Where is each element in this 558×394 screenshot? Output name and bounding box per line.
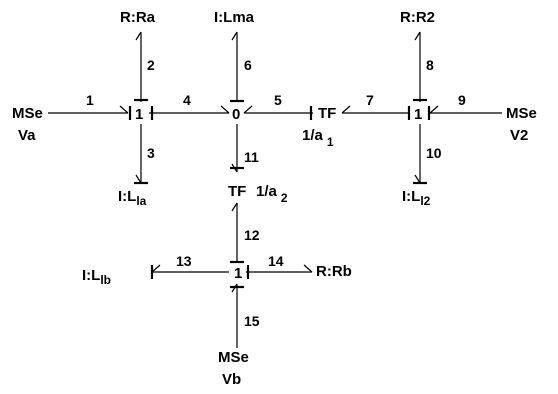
bond-6-number: 6	[244, 57, 252, 73]
i-lma-label: I:Lma	[214, 9, 255, 26]
bond-15-number: 15	[244, 313, 260, 329]
bond-8	[413, 31, 427, 102]
bond-7	[341, 105, 411, 120]
bond-1-number: 1	[86, 92, 94, 108]
bond-12-number: 12	[244, 227, 260, 243]
junction-1-right: 1	[414, 106, 422, 123]
bond-5-number: 5	[274, 92, 282, 108]
bond-2-number: 2	[147, 57, 155, 73]
bond-10-number: 10	[426, 145, 442, 161]
tf1-type: TF	[318, 105, 336, 122]
bond-5	[243, 105, 313, 120]
junction-1-left: 1	[135, 106, 143, 123]
mse-vb-type: MSe	[218, 349, 249, 366]
tf2-type: TF	[228, 183, 246, 200]
bond-1	[48, 105, 132, 120]
r-ra-label: R:Ra	[120, 9, 156, 26]
junction-0-center: 0	[232, 106, 240, 123]
bond-15	[230, 283, 244, 348]
i-ll2-label: I:Ll2	[402, 188, 431, 208]
bond-6	[230, 31, 244, 103]
bond-8-number: 8	[426, 57, 434, 73]
bond-13-number: 13	[176, 253, 192, 269]
bond-3	[134, 124, 148, 185]
junction-1-bottom: 1	[234, 265, 242, 282]
bond-14	[246, 264, 313, 279]
bond-12	[230, 202, 244, 264]
mse-va-name: Va	[18, 127, 36, 144]
mse-v2-type: MSe	[506, 105, 537, 122]
r-r2-label: R:R2	[400, 9, 435, 26]
bond-9	[427, 105, 502, 120]
bond-3-number: 3	[147, 145, 155, 161]
bond-11-number: 11	[244, 149, 259, 165]
bond-4-number: 4	[183, 92, 191, 108]
i-lla-label: I:Lla	[118, 188, 147, 208]
bond-11	[230, 124, 244, 173]
bond-2	[134, 31, 148, 102]
bond-7-number: 7	[366, 92, 374, 108]
bond-4	[149, 105, 230, 120]
r-rb-label: R:Rb	[316, 263, 352, 280]
mse-va-type: MSe	[12, 105, 43, 122]
bond-9-number: 9	[458, 92, 466, 108]
bond-13	[150, 264, 229, 279]
bond-14-number: 14	[268, 253, 284, 269]
mse-vb-name: Vb	[222, 371, 241, 388]
i-llb-label: I:Llb	[82, 267, 111, 287]
bond-10	[413, 124, 427, 185]
mse-v2-name: V2	[510, 127, 528, 144]
